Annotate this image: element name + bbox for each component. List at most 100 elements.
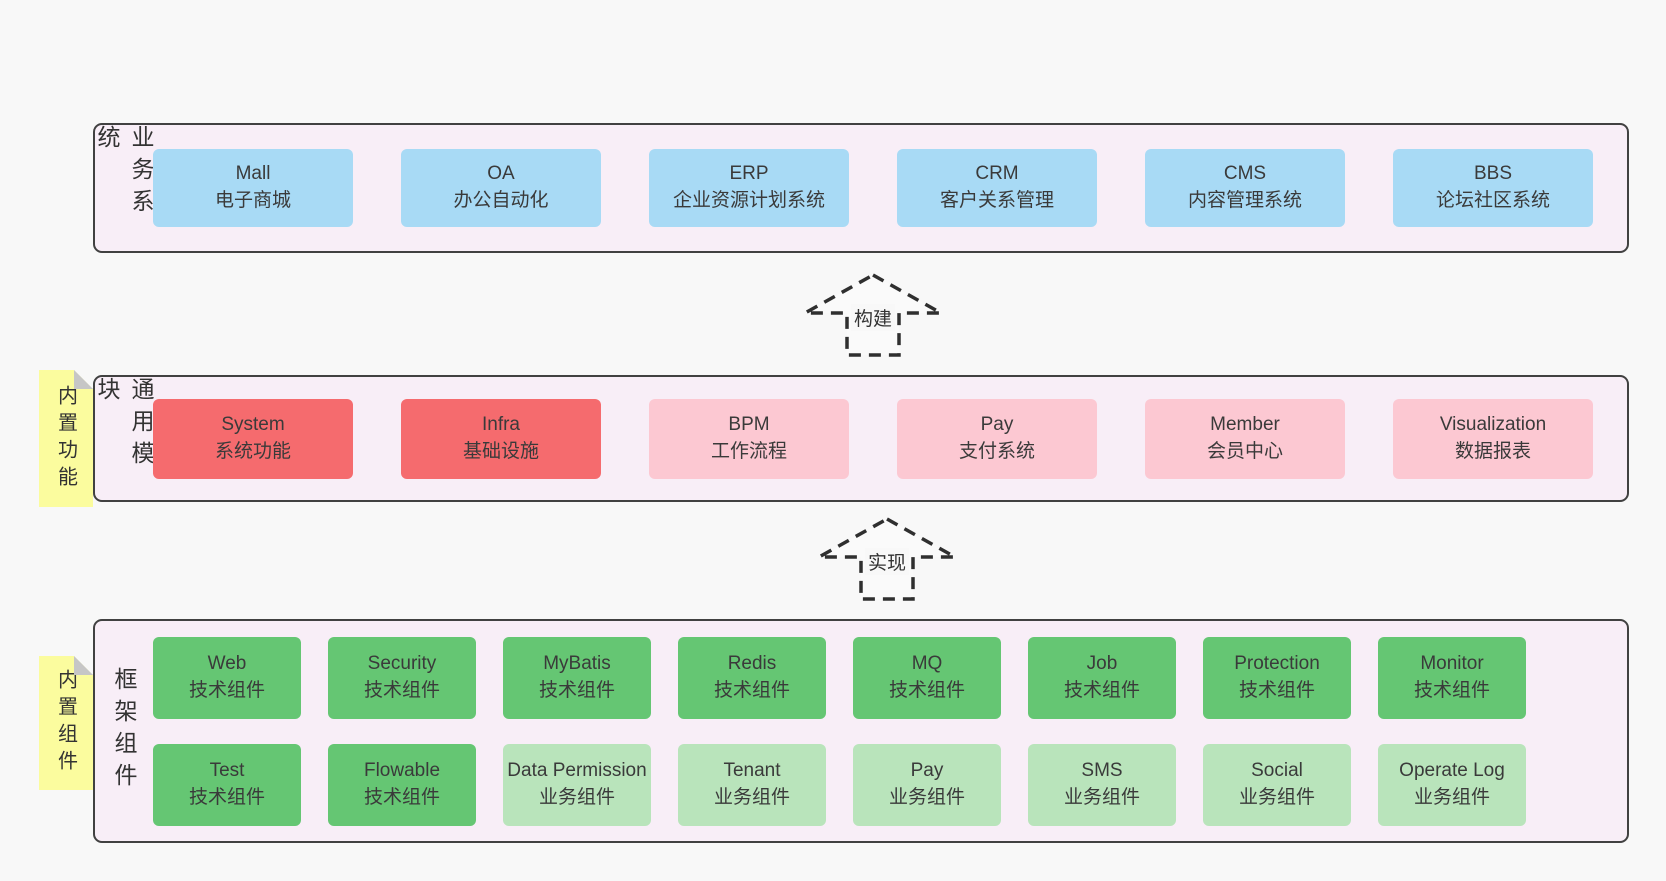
node-flowable: Flowable 技术组件 xyxy=(328,743,476,826)
node-desc: 技术组件 xyxy=(1063,679,1140,701)
node-name: MyBatis xyxy=(543,652,611,674)
sticky-text: 内置功能 xyxy=(54,384,77,493)
node-desc: 内容管理系统 xyxy=(1187,190,1302,211)
components-row-2: Test 技术组件 Flowable 技术组件 Data Permission … xyxy=(153,743,1526,826)
sticky-note-builtin-components: 内置组件 xyxy=(39,656,93,790)
node-test: Test 技术组件 xyxy=(153,743,301,826)
node-web: Web 技术组件 xyxy=(153,636,301,719)
arrow-implement-label: 实现 xyxy=(864,548,910,575)
layer-modules-label: 通用模块 xyxy=(94,377,154,473)
node-name: Member xyxy=(1210,413,1280,435)
node-desc: 系统功能 xyxy=(214,440,291,462)
node-sms: SMS 业务组件 xyxy=(1028,743,1176,826)
node-mall: Mall 电子商城 xyxy=(153,149,353,227)
node-name: Protection xyxy=(1234,652,1320,674)
node-data-permission: Data Permission 业务组件 xyxy=(503,743,651,826)
node-desc: 业务组件 xyxy=(1238,786,1315,808)
node-desc: 业务组件 xyxy=(713,786,790,808)
node-cms: CMS 内容管理系统 xyxy=(1145,149,1345,227)
node-redis: Redis 技术组件 xyxy=(678,636,826,719)
node-mybatis: MyBatis 技术组件 xyxy=(503,636,651,719)
node-desc: 业务组件 xyxy=(1413,786,1490,808)
layer-components-label: 框架组件 xyxy=(111,667,137,795)
node-desc: 会员中心 xyxy=(1206,440,1283,462)
node-name: Pay xyxy=(910,759,944,781)
node-member: Member 会员中心 xyxy=(1145,398,1345,479)
node-security: Security 技术组件 xyxy=(328,636,476,719)
node-desc: 客户关系管理 xyxy=(939,190,1054,211)
layer-business-label: 业务系统 xyxy=(94,125,154,221)
node-desc: 基础设施 xyxy=(462,440,539,462)
node-name: BPM xyxy=(728,413,770,435)
node-name: Pay xyxy=(980,413,1014,435)
node-desc: 支付系统 xyxy=(958,440,1035,462)
node-crm: CRM 客户关系管理 xyxy=(897,149,1097,227)
node-operate-log: Operate Log 业务组件 xyxy=(1378,743,1526,826)
node-name: Flowable xyxy=(363,759,441,781)
node-desc: 业务组件 xyxy=(1063,786,1140,808)
node-system: System 系统功能 xyxy=(153,398,353,479)
module-boxes: System 系统功能 Infra 基础设施 BPM 工作流程 Pay 支付系统… xyxy=(153,377,1627,500)
node-desc: 技术组件 xyxy=(363,679,440,701)
node-desc: 技术组件 xyxy=(888,679,965,701)
node-name: Security xyxy=(367,652,437,674)
node-infra: Infra 基础设施 xyxy=(401,398,601,479)
node-social: Social 业务组件 xyxy=(1203,743,1351,826)
layer-common-modules: 通用模块 System 系统功能 Infra 基础设施 BPM 工作流程 Pay… xyxy=(93,375,1629,502)
node-name: Job xyxy=(1086,652,1118,674)
node-desc: 工作流程 xyxy=(710,440,787,462)
component-boxes: Web 技术组件 Security 技术组件 MyBatis 技术组件 Redi… xyxy=(153,621,1627,841)
node-desc: 技术组件 xyxy=(538,679,615,701)
components-row-1: Web 技术组件 Security 技术组件 MyBatis 技术组件 Redi… xyxy=(153,636,1526,719)
node-bbs: BBS 论坛社区系统 xyxy=(1393,149,1593,227)
up-arrow-implement: 实现 xyxy=(817,517,957,601)
node-name: Tenant xyxy=(723,759,781,781)
node-name: BBS xyxy=(1473,163,1513,185)
node-monitor: Monitor 技术组件 xyxy=(1378,636,1526,719)
node-name: Social xyxy=(1251,759,1303,781)
sticky-text: 内置组件 xyxy=(54,669,77,777)
node-desc: 电子商城 xyxy=(214,190,291,211)
node-erp: ERP 企业资源计划系统 xyxy=(649,149,849,227)
node-name: OA xyxy=(487,163,515,185)
node-name: ERP xyxy=(729,163,769,185)
node-name: CMS xyxy=(1223,163,1267,185)
node-name: SMS xyxy=(1081,759,1123,781)
node-desc: 业务组件 xyxy=(538,786,615,808)
node-job: Job 技术组件 xyxy=(1028,636,1176,719)
node-name: Mall xyxy=(235,163,271,185)
node-visualization: Visualization 数据报表 xyxy=(1393,398,1593,479)
node-pay-component: Pay 业务组件 xyxy=(853,743,1001,826)
node-protection: Protection 技术组件 xyxy=(1203,636,1351,719)
sticky-note-builtin-functions: 内置功能 xyxy=(39,370,93,507)
node-name: Redis xyxy=(727,652,777,674)
node-desc: 数据报表 xyxy=(1454,440,1531,462)
node-desc: 办公自动化 xyxy=(453,190,549,211)
node-desc: 技术组件 xyxy=(188,679,265,701)
node-mq: MQ 技术组件 xyxy=(853,636,1001,719)
node-name: Visualization xyxy=(1439,413,1547,435)
node-bpm: BPM 工作流程 xyxy=(649,398,849,479)
node-tenant: Tenant 业务组件 xyxy=(678,743,826,826)
node-name: Test xyxy=(209,759,245,781)
node-desc: 论坛社区系统 xyxy=(1435,190,1550,211)
node-desc: 企业资源计划系统 xyxy=(672,190,825,211)
up-arrow-build: 构建 xyxy=(803,273,943,357)
node-name: CRM xyxy=(975,163,1019,185)
node-pay-system: Pay 支付系统 xyxy=(897,398,1097,479)
node-name: System xyxy=(221,413,285,435)
node-desc: 技术组件 xyxy=(1413,679,1490,701)
node-desc: 技术组件 xyxy=(188,786,265,808)
node-oa: OA 办公自动化 xyxy=(401,149,601,227)
layer-business-systems: 业务系统 Mall 电子商城 OA 办公自动化 ERP 企业资源计划系统 CRM… xyxy=(93,123,1629,253)
node-name: Web xyxy=(207,652,247,674)
node-name: Infra xyxy=(481,413,521,435)
node-name: MQ xyxy=(911,652,943,674)
layer-framework-components: 框架组件 Web 技术组件 Security 技术组件 MyBatis 技术组件… xyxy=(93,619,1629,843)
business-boxes: Mall 电子商城 OA 办公自动化 ERP 企业资源计划系统 CRM 客户关系… xyxy=(153,125,1627,251)
node-name: Data Permission xyxy=(507,759,647,781)
node-desc: 业务组件 xyxy=(888,786,965,808)
node-name: Operate Log xyxy=(1399,759,1505,781)
arrow-build-label: 构建 xyxy=(850,304,896,331)
node-desc: 技术组件 xyxy=(363,786,440,808)
